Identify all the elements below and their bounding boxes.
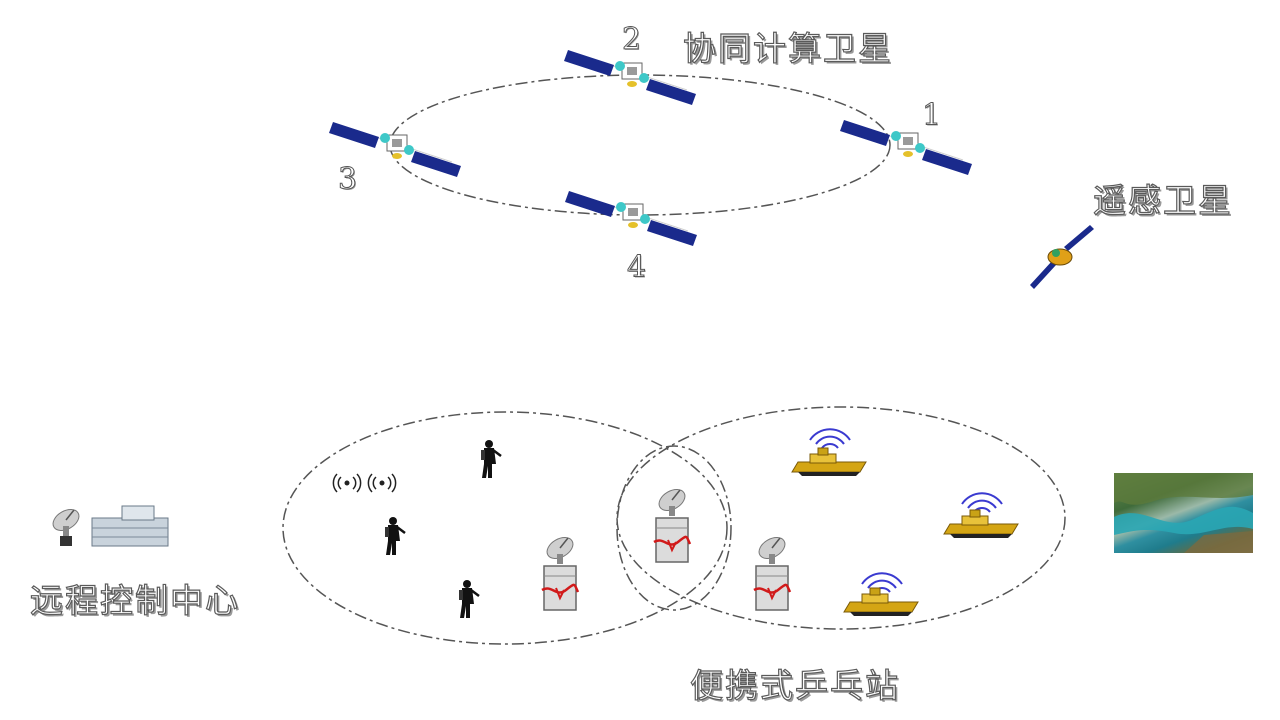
satellite-number-3: 3 xyxy=(337,162,358,198)
boat-icon xyxy=(943,509,1019,539)
satellite-number-4: 4 xyxy=(626,250,647,286)
portable-station-icon xyxy=(754,533,790,610)
boat-icon xyxy=(843,587,919,617)
radio-signal-icon xyxy=(332,473,362,493)
relay-coverage-circle xyxy=(616,445,732,611)
satellite-4-icon xyxy=(564,190,698,247)
soldier-icon xyxy=(457,578,481,620)
portable-station-label: 便携式乒乓站 xyxy=(689,665,900,705)
satellite-2-icon xyxy=(563,49,697,106)
satellite-1-icon xyxy=(839,119,973,176)
wifi-signal-icon xyxy=(961,492,1003,513)
coverage-area-right xyxy=(616,406,1066,630)
soldier-icon xyxy=(383,515,407,557)
radio-signal-icon xyxy=(367,473,397,493)
boat-icon xyxy=(791,447,867,477)
remote-sensing-satellite-label: 遥感卫星 xyxy=(1092,180,1233,220)
satellite-number-2: 2 xyxy=(621,22,642,58)
coverage-area-left xyxy=(282,411,728,645)
control-center-building-icon xyxy=(91,505,169,547)
control-center-dish-icon xyxy=(48,504,84,546)
soldier-icon xyxy=(479,438,503,480)
satellite-number-1: 1 xyxy=(921,98,942,134)
satellite-orbit xyxy=(389,74,891,216)
wifi-signal-icon xyxy=(809,428,851,449)
remote-sensing-satellite-icon xyxy=(1030,225,1094,289)
portable-station-icon xyxy=(654,485,690,562)
river-terrain-image xyxy=(1114,473,1253,553)
cooperative-satellites-label: 协同计算卫星 xyxy=(682,28,893,68)
portable-station-icon xyxy=(542,533,578,610)
wifi-signal-icon xyxy=(861,572,903,593)
control-center-label: 远程控制中心 xyxy=(29,580,240,620)
